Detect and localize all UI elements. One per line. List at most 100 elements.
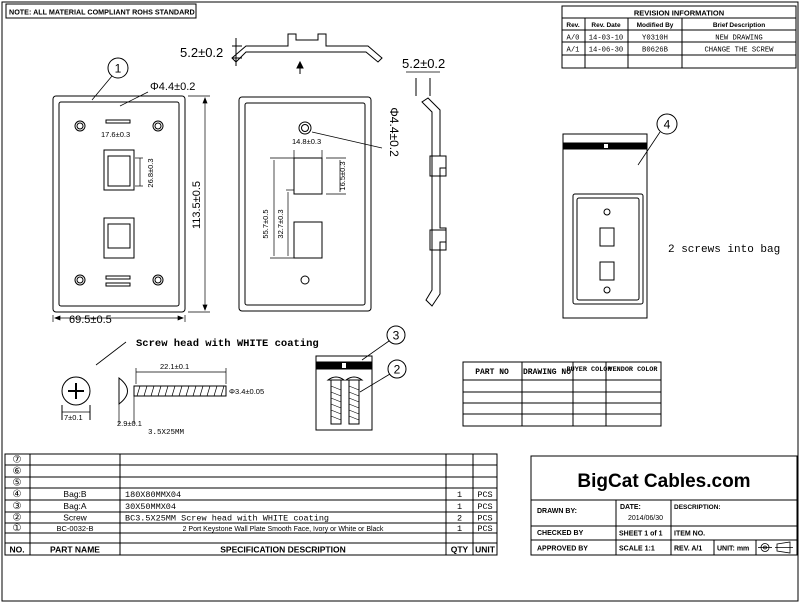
part-table-header: PART NO xyxy=(475,368,509,377)
part-info-table xyxy=(462,361,662,427)
bom-cell-no: ① xyxy=(13,523,22,534)
center-port-height-dim: 16.5±0.3 xyxy=(338,161,347,190)
bom-cell-spec: BC3.5X25MM Screw head with WHITE coating xyxy=(125,514,329,524)
sheet-label: SHEET 1 of 1 xyxy=(619,531,663,538)
bom-cell-no: ⑥ xyxy=(13,466,22,477)
description-label: DESCRIPTION: xyxy=(674,504,721,511)
bom-cell-no: ② xyxy=(13,513,22,524)
item-no-label: ITEM NO. xyxy=(674,531,705,538)
screw-drawing xyxy=(61,341,227,424)
bom-cell-no: ③ xyxy=(13,501,22,512)
screw-size-label: 3.5X25MM xyxy=(148,429,185,437)
bom-cell-no: ④ xyxy=(13,489,22,500)
bom-header-unit: UNIT xyxy=(475,545,496,555)
screw-diameter-dim: Φ3.4±0.05 xyxy=(229,387,264,396)
center-view-dimensions xyxy=(270,131,383,259)
bom-cell-unit: PCS xyxy=(477,490,492,500)
checked-by-label: CHECKED BY xyxy=(537,530,584,537)
revision-header: Rev. xyxy=(566,22,579,29)
front-view-dimensions xyxy=(52,91,210,322)
bom-cell-name: Bag:B xyxy=(63,489,86,499)
bom-header-qty: QTY xyxy=(451,545,469,555)
bom-cell-unit: PCS xyxy=(477,502,492,512)
front-port-height-dim: 26.8±0.3 xyxy=(146,158,155,187)
center-hole-spacing-dim: 14.8±0.3 xyxy=(292,137,321,146)
revision-cell: A/1 xyxy=(567,47,580,55)
front-view xyxy=(52,95,186,313)
bom-cell-unit: PCS xyxy=(477,514,492,524)
revision-cell: NEW DRAWING xyxy=(715,35,762,43)
drawn-by-label: DRAWN BY: xyxy=(537,508,577,515)
bom-cell-qty: 2 xyxy=(457,514,462,524)
balloon-1-label: 1 xyxy=(115,62,122,76)
date-value: 2014/06/30 xyxy=(628,515,663,522)
scale-label: SCALE 1:1 xyxy=(619,546,655,553)
front-hole-spacing-dim: 17.6±0.3 xyxy=(101,130,130,139)
revision-cell: A/0 xyxy=(567,35,580,43)
revision-cell: 14-06-30 xyxy=(589,47,624,55)
revision-header: Modified By xyxy=(637,22,674,29)
screw-note: Screw head with WHITE coating xyxy=(136,338,319,350)
title-block-grid xyxy=(530,455,798,556)
date-label: DATE: xyxy=(620,504,641,511)
part-table-header: DRAWING NO xyxy=(523,368,571,377)
revision-header: Brief Description xyxy=(713,22,765,29)
front-hole-dim: Φ4.4±0.2 xyxy=(150,81,195,93)
center-view xyxy=(238,96,372,312)
bom-cell-qty: 1 xyxy=(457,490,462,500)
revision-header: Rev. Date xyxy=(591,22,621,29)
bom-cell-no: ⑦ xyxy=(13,455,22,466)
bom-cell-no: ⑤ xyxy=(13,478,22,489)
balloon-2-label: 2 xyxy=(394,363,401,377)
top-view xyxy=(231,33,383,74)
front-width-dim: 69.5±0.5 xyxy=(69,314,112,326)
screw-length-dim: 22.1±0.1 xyxy=(160,362,189,371)
revision-cell: Y0310H xyxy=(642,35,668,43)
bom-cell-name: BC-0032-B xyxy=(56,524,93,533)
company-name: BigCat Cables.com xyxy=(577,471,750,492)
projection-symbol-icon xyxy=(758,541,793,554)
bag-b xyxy=(562,133,648,319)
bom-header-no: NO. xyxy=(9,545,24,555)
bom-cell-spec: 180X80MMX04 xyxy=(125,490,181,500)
balloon-3-label: 3 xyxy=(393,329,400,343)
side-hole-dim: Φ4.4±0.2 xyxy=(387,107,401,157)
bom-cell-name: Screw xyxy=(63,513,87,523)
bom-header-part-name: PART NAME xyxy=(50,545,100,555)
bom-header-spec: SPECIFICATION DESCRIPTION xyxy=(220,545,345,555)
revision-cell: B0626B xyxy=(642,47,669,55)
top-thickness-dim: 5.2±0.2 xyxy=(180,45,223,60)
screws-bag-note: 2 screws into bag xyxy=(668,244,780,256)
approved-by-label: APPROVED BY xyxy=(537,546,588,553)
bom-cell-name: Bag:A xyxy=(63,501,86,511)
revision-cell: 14-03-10 xyxy=(589,35,624,43)
part-table-header: BUYER COLOR xyxy=(567,366,613,374)
revision-cell: CHANGE THE SCREW xyxy=(704,47,774,55)
bag-a xyxy=(315,355,373,431)
bom-cell-qty: 1 xyxy=(457,524,462,534)
rev-label: REV. A/1 xyxy=(674,546,702,553)
bom-cell-spec: 2 Port Keystone Wall Plate Smooth Face, … xyxy=(183,526,384,533)
screw-head-dim: 7±0.1 xyxy=(64,413,83,422)
rohs-note: NOTE: ALL MATERIAL COMPLIANT ROHS STANDA… xyxy=(9,8,195,17)
revision-title: REVISION INFORMATION xyxy=(634,9,724,18)
bom-cell-unit: PCS xyxy=(477,524,492,534)
balloon-3: 3 xyxy=(361,325,406,361)
balloon-4-label: 4 xyxy=(664,118,671,132)
balloon-2: 2 xyxy=(359,359,407,393)
screw-head-height-dim: 2.9±0.1 xyxy=(117,419,142,428)
side-view xyxy=(406,71,447,307)
bom-cell-qty: 1 xyxy=(457,502,462,512)
center-port-span-dim: 55.7±0.5 xyxy=(261,209,270,238)
center-port-offset-dim: 32.7±0.3 xyxy=(276,209,285,238)
part-table-header: VENDOR COLOR xyxy=(609,366,659,374)
unit-label: UNIT: mm xyxy=(717,546,749,553)
balloon-4: 4 xyxy=(637,113,678,166)
side-thickness-dim: 5.2±0.2 xyxy=(402,56,445,71)
bom-table-grid xyxy=(4,453,498,556)
revision-table: REVISION INFORMATION Rev. Rev. Date Modi… xyxy=(561,5,797,69)
